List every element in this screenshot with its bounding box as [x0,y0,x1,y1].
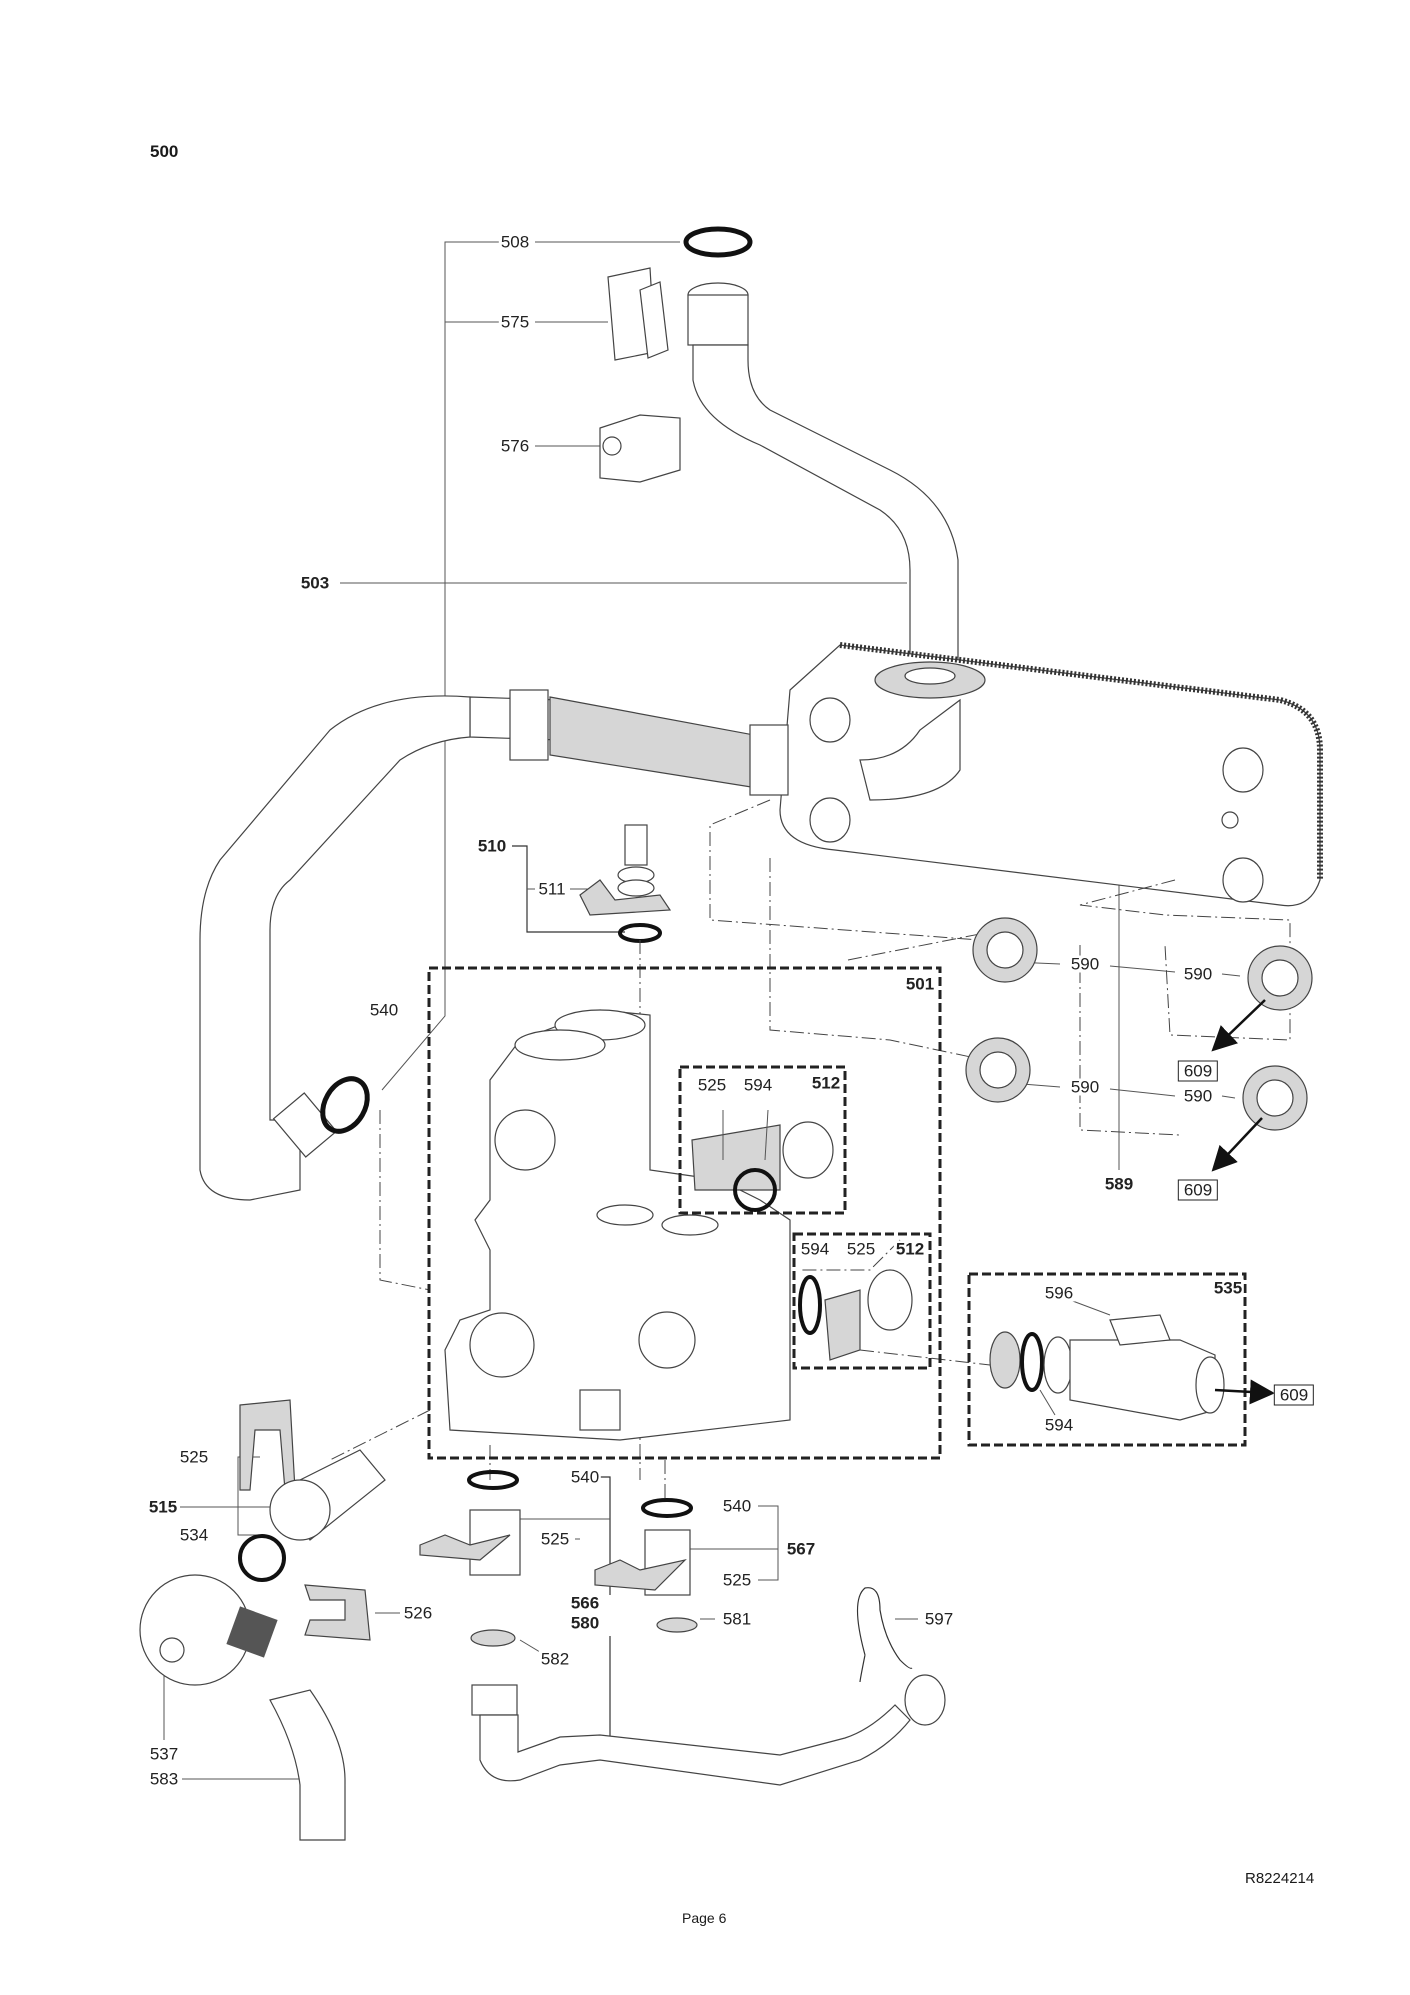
o-ring-540-left [320,1076,370,1134]
leader-lines [163,241,1241,1780]
assembly-number: 500 [150,142,179,161]
callout-540-mid: 540 [568,1467,602,1487]
drawing-reference: R8224214 [1245,1870,1315,1887]
callout-540-right: 540 [720,1496,754,1516]
callout-525-lower: 525 [844,1239,878,1259]
group-box-501 [427,966,942,1460]
callout-540-left: 540 [367,1000,401,1020]
callout-597: 597 [922,1609,956,1629]
callout-582: 582 [538,1649,572,1669]
o-ring-508 [683,226,753,258]
sensor-510 [579,824,672,943]
valve-512-lower [798,1269,913,1361]
callout-537: 537 [147,1744,181,1764]
callout-594-pump: 594 [1042,1415,1076,1435]
callout-581: 581 [720,1609,754,1629]
heat-exchanger-589 [779,642,1323,907]
valve-515 [139,1399,386,1686]
pipe-580 [471,1674,946,1786]
callout-525-mid: 525 [538,1529,572,1549]
callout-596: 596 [1042,1283,1076,1303]
callout-575: 575 [498,312,532,332]
reference-609-b[interactable]: 609 [1177,1179,1219,1201]
callout-501: 501 [903,974,937,994]
callout-594-lower: 594 [798,1239,832,1259]
hydraulic-block-501 [444,1009,791,1441]
fitting-566 [419,1470,521,1647]
pipe-503 [687,282,959,671]
valve-512-upper [691,1121,834,1212]
callout-526: 526 [401,1603,435,1623]
pump-connection-535 [989,1314,1225,1421]
reference-609-a[interactable]: 609 [1177,1060,1219,1082]
fitting-567 [594,1498,698,1633]
callout-515: 515 [146,1497,180,1517]
group-box-512-lower [792,1232,932,1370]
return-pipe [199,689,789,1201]
callout-508: 508 [498,232,532,252]
callout-576: 576 [498,436,532,456]
callout-566: 566 [568,1593,602,1613]
callout-525-upper: 525 [695,1075,729,1095]
clip-597 [856,1587,913,1683]
callout-583: 583 [147,1769,181,1789]
callout-525-right: 525 [720,1570,754,1590]
group-box-535 [967,1272,1247,1447]
group-box-512-upper [678,1065,847,1215]
callout-512-upper: 512 [809,1073,843,1093]
page-number: Page 6 [682,1910,727,1926]
callout-590-b: 590 [1181,964,1215,984]
callout-589: 589 [1102,1174,1136,1194]
elbow-583 [269,1689,346,1841]
callout-511: 511 [536,879,568,899]
callout-534: 534 [177,1525,211,1545]
callout-590-a: 590 [1068,954,1102,974]
seals-590 [965,917,1313,1131]
sensor-576 [599,414,681,483]
callout-594-upper: 594 [741,1075,775,1095]
callout-590-c: 590 [1068,1077,1102,1097]
callout-525-left: 525 [177,1447,211,1467]
reference-609-c[interactable]: 609 [1273,1384,1315,1406]
callout-503: 503 [298,573,332,593]
callout-580: 580 [568,1613,602,1633]
callout-567: 567 [784,1539,818,1559]
callout-535: 535 [1211,1278,1245,1298]
callout-512-lower: 512 [893,1239,927,1259]
clip-575 [607,267,669,361]
callout-590-d: 590 [1181,1086,1215,1106]
callout-510: 510 [475,836,509,856]
